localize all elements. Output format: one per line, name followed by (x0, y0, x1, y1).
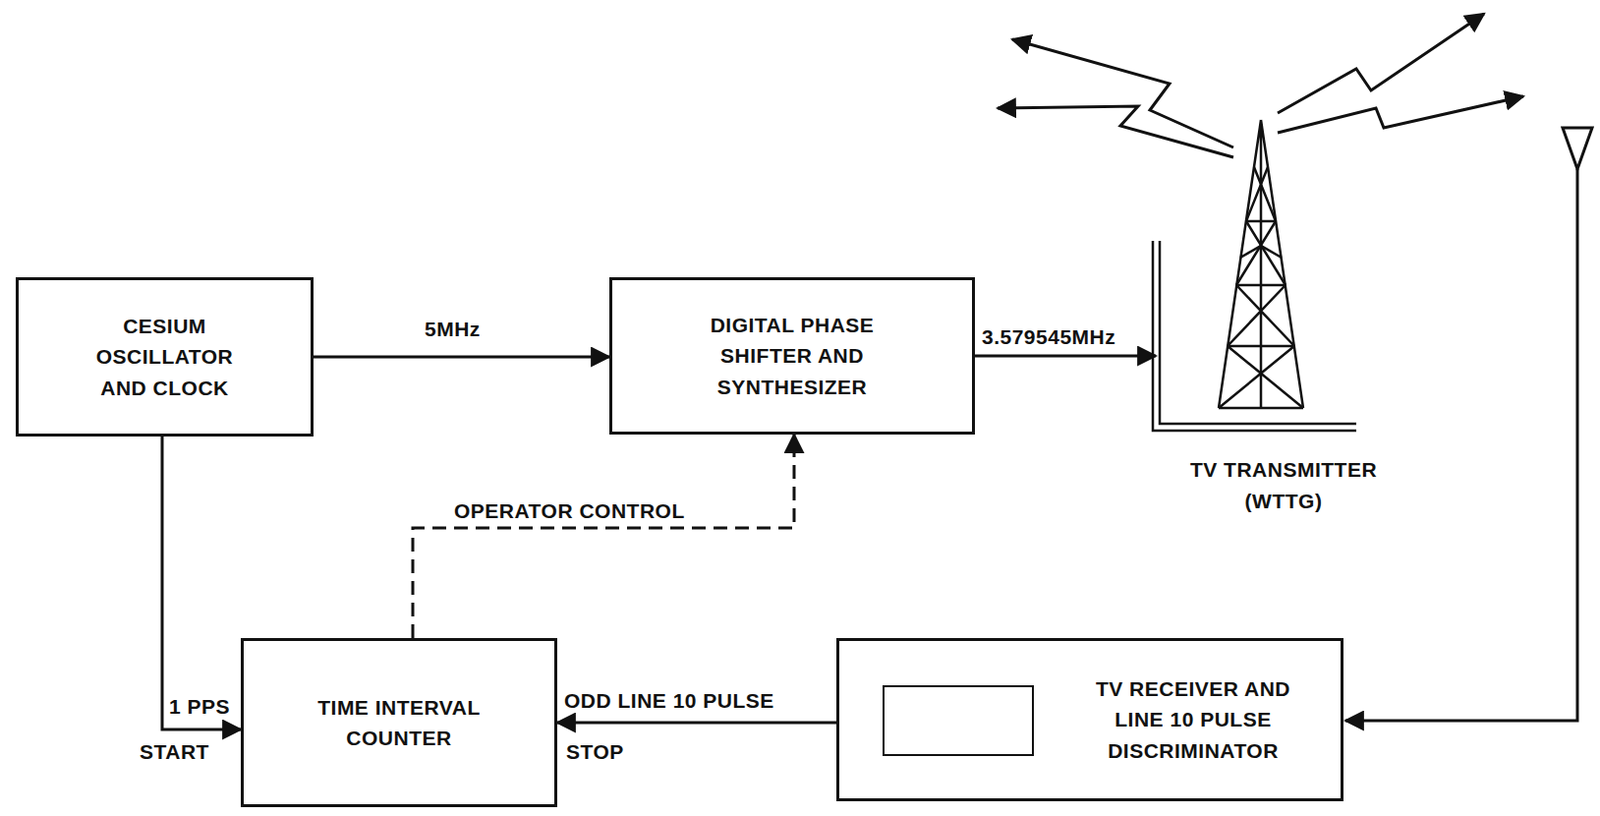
node-label: TV TRANSMITTER (WTTG) (1165, 454, 1402, 516)
transmitter-node: TV TRANSMITTER (WTTG) (1155, 240, 1412, 516)
wave-arrow (1012, 39, 1234, 148)
signal-arrow (974, 354, 1156, 358)
signal-name: STOP (564, 739, 627, 764)
antenna-symbol (1562, 127, 1593, 170)
tower-cross (1240, 245, 1282, 258)
bracket-line (1159, 240, 1357, 424)
node-label: CESIUM OSCILLATOR AND CLOCK (76, 310, 254, 404)
control-link (412, 434, 795, 638)
receiver-box: TV RECEIVER AND LINE 10 PULSE DISCRIMINA… (836, 637, 1344, 801)
oscillator-box: CESIUM OSCILLATOR AND CLOCK (15, 277, 314, 437)
edge-label: 3.579545MHz (979, 324, 1118, 349)
wave-arrow (997, 106, 1234, 158)
signal-arrow (313, 355, 610, 359)
synthesizer-box: DIGITAL PHASE SHIFTER AND SYNTHESIZER (609, 277, 975, 435)
tower-legs (1218, 119, 1304, 408)
transmitter-bracket (1152, 240, 1357, 431)
edge-label: OPERATOR CONTROL (452, 498, 687, 523)
tower-bracing (1218, 167, 1304, 408)
bracket-line (1152, 240, 1357, 431)
wave-arrow (1277, 13, 1485, 114)
node-label: TIME INTERVAL COUNTER (290, 691, 508, 754)
node-label: TV RECEIVER AND LINE 10 PULSE DISCRIMINA… (1094, 673, 1292, 767)
tv-tower (1218, 119, 1304, 408)
receiving-antenna (1345, 127, 1593, 721)
edge-label: ODD LINE 10 PULSE (562, 687, 777, 713)
tower-rungs (1218, 221, 1304, 408)
signal-arrow (557, 721, 837, 725)
screen-rect (882, 685, 1034, 756)
signal-name: START (137, 739, 212, 764)
antenna-feed-wire (1345, 169, 1578, 721)
radio-waves (997, 13, 1524, 158)
signal-arrow (162, 436, 241, 730)
node-label: DIGITAL PHASE SHIFTER AND SYNTHESIZER (679, 309, 906, 403)
counter-box: TIME INTERVAL COUNTER (240, 637, 558, 807)
edge-label: 5MHz (422, 316, 483, 342)
edge-label: 1 PPS (167, 693, 232, 719)
wave-arrow (1277, 96, 1524, 133)
